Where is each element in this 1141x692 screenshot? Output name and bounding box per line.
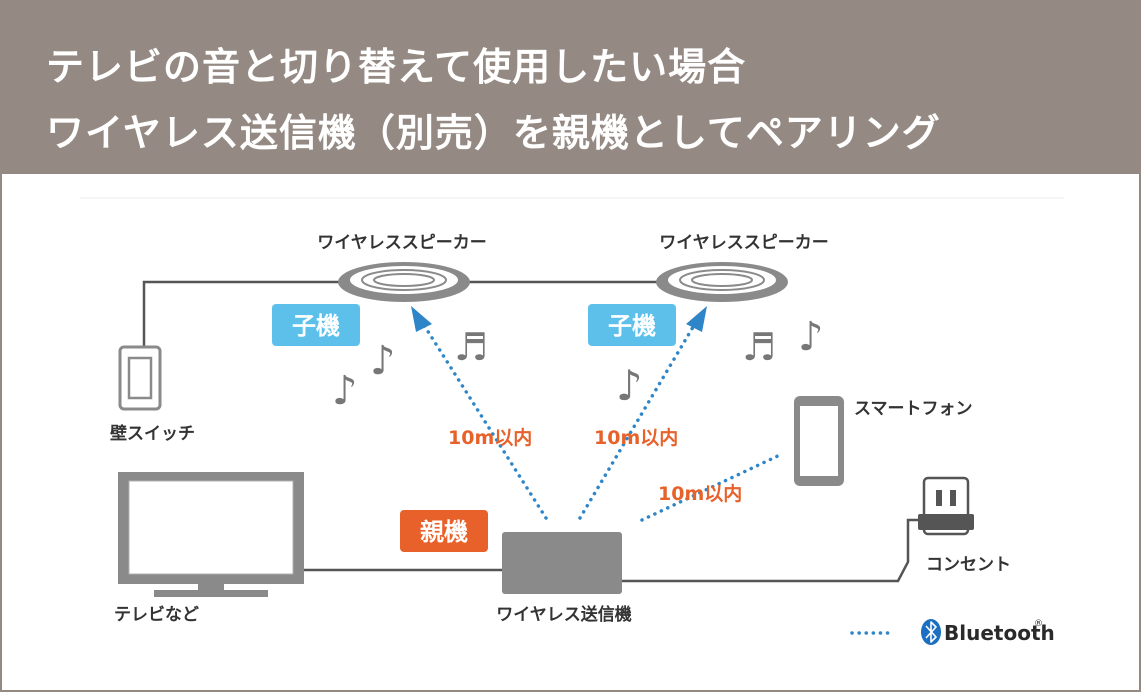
- child-badge-left: 子機: [272, 304, 360, 346]
- wireless-link-phone: [640, 452, 784, 522]
- arrowhead-right-icon: [686, 306, 707, 332]
- music-note-icon: ♪: [332, 368, 358, 414]
- bluetooth-icon: [921, 619, 941, 645]
- speaker-left-icon: [338, 262, 470, 302]
- outlet-icon: [918, 476, 974, 536]
- wireless-transmitter-icon: [502, 532, 622, 594]
- arrowhead-left-icon: [411, 306, 432, 332]
- header-title-line2: ワイヤレス送信機（別売）を親機としてペアリング: [46, 111, 941, 155]
- child-badge-right-label: 子機: [608, 312, 656, 340]
- wireless-link-right: [578, 320, 698, 520]
- wall-switch-icon: [118, 345, 162, 411]
- tv-label: テレビなど: [114, 605, 199, 625]
- speaker-wiring: [142, 280, 342, 347]
- pairing-diagram: ワイヤレススピーカー ワイヤレススピーカー 子機 子機 ♪ ♪ ♬ ♪: [80, 197, 1064, 645]
- transmitter-to-outlet-cable: [622, 518, 924, 583]
- music-note-icon: ♪: [370, 338, 396, 384]
- header-banner: テレビの音と切り替えて使用したい場合 ワイヤレス送信機（別売）を親機としてペアリ…: [2, 2, 1141, 174]
- wireless-transmitter-label: ワイヤレス送信機: [496, 604, 632, 625]
- child-badge-left-label: 子機: [292, 312, 340, 340]
- header-title-line1: テレビの音と切り替えて使用したい場合: [46, 45, 747, 89]
- music-note-icon: ♪: [616, 361, 643, 410]
- music-note-icon: ♬: [454, 325, 488, 369]
- range-label-center: 10m以内: [594, 426, 678, 449]
- child-badge-right: 子機: [588, 304, 676, 346]
- smartphone-icon: [794, 396, 844, 486]
- wireless-link-left: [420, 320, 548, 520]
- smartphone-label: スマートフォン: [854, 399, 973, 419]
- tv-icon: [118, 472, 304, 597]
- outlet-label: コンセント: [926, 555, 1011, 575]
- speaker-left-label: ワイヤレススピーカー: [317, 233, 487, 253]
- speaker-right-label: ワイヤレススピーカー: [659, 233, 829, 253]
- range-label-left: 10m以内: [448, 426, 532, 449]
- speaker-right-icon: [656, 262, 788, 302]
- parent-badge: 親機: [400, 510, 488, 552]
- music-note-icon: ♬: [742, 325, 776, 369]
- music-note-icon: ♪: [798, 314, 824, 360]
- legend-label: Bluetooth: [944, 621, 1055, 645]
- range-label-phone: 10m以内: [658, 482, 742, 505]
- legend-registered-mark: ®: [1034, 619, 1043, 629]
- parent-badge-label: 親機: [420, 518, 468, 546]
- wall-switch-label: 壁スイッチ: [110, 423, 195, 444]
